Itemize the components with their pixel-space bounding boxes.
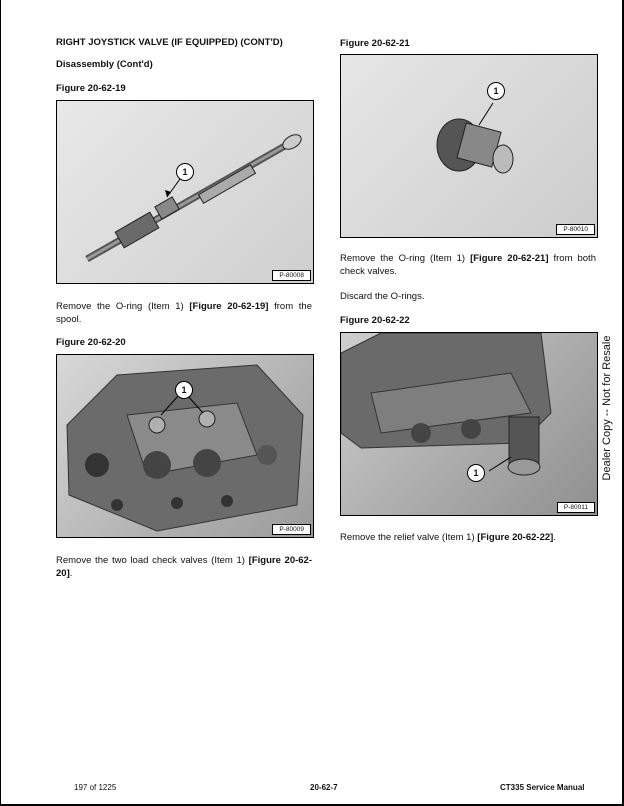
figure-reference: [Figure 20-62-20] xyxy=(56,555,312,579)
figure-label-22: Figure 20-62-22 xyxy=(340,315,410,326)
figure-reference: [Figure 20-62-21] xyxy=(470,253,549,264)
footer-page-number: 20-62-7 xyxy=(310,783,338,792)
figure-reference: [Figure 20-62-19] xyxy=(189,301,269,312)
spool-illustration xyxy=(85,134,302,263)
para-text: Remove the O-ring (Item 1) xyxy=(340,253,471,264)
figure-20-62-21: 1 P-80010 xyxy=(340,54,598,238)
callout-1: 1 xyxy=(487,82,505,100)
dealer-copy-text: Dealer Copy -- Not for Resale xyxy=(601,335,613,480)
watermark-sidebar: Dealer Copy -- Not for Resale xyxy=(598,325,616,490)
callout-1: 1 xyxy=(176,163,194,181)
figure-20-62-22: 1 P-80011 xyxy=(340,332,598,516)
figure-label-19: Figure 20-62-19 xyxy=(56,83,126,94)
callout-1: 1 xyxy=(175,381,193,399)
subsection-title: Disassembly (Cont'd) xyxy=(56,59,153,70)
para-text: . xyxy=(553,532,556,543)
footer-manual-title: CT335 Service Manual xyxy=(500,783,585,792)
photo-tag: P-80010 xyxy=(556,224,595,235)
relief-valve-illustration xyxy=(341,333,552,476)
paragraph-fig22: Remove the relief valve (Item 1) [Figure… xyxy=(340,531,596,544)
callout-1: 1 xyxy=(467,464,485,482)
page-border-left xyxy=(0,0,1,806)
section-title: RIGHT JOYSTICK VALVE (IF EQUIPPED) (CONT… xyxy=(56,37,283,48)
figure-20-62-19: 1 P-80008 xyxy=(56,100,314,284)
figure-reference: [Figure 20-62-22] xyxy=(477,532,554,543)
paragraph-discard: Discard the O-rings. xyxy=(340,291,425,302)
check-valve-illustration xyxy=(436,102,514,174)
page-border-bottom xyxy=(0,804,624,806)
figure-label-20: Figure 20-62-20 xyxy=(56,337,126,348)
photo-tag: P-80009 xyxy=(272,524,311,535)
para-text: from the spool. xyxy=(56,301,312,325)
paragraph-fig20: Remove the two load check valves (Item 1… xyxy=(56,554,312,580)
para-text: . xyxy=(69,568,73,579)
photo-tag: P-80011 xyxy=(556,502,595,513)
para-text: Remove the two load check valves (Item 1… xyxy=(56,555,249,566)
footer-page-count: 197 of 1225 xyxy=(74,783,117,792)
paragraph-fig19: Remove the O-ring (Item 1) [Figure 20-62… xyxy=(56,300,312,326)
para-text: Remove the O-ring (Item 1) xyxy=(56,301,190,312)
paragraph-fig21: Remove the O-ring (Item 1) [Figure 20-62… xyxy=(340,252,596,278)
photo-tag: P-80008 xyxy=(272,270,311,281)
figure-20-62-20: 1 P-80009 xyxy=(56,354,314,538)
para-text: from both check valves. xyxy=(340,253,596,277)
para-text: Remove the relief valve (Item 1) xyxy=(340,532,478,543)
valve-body-illustration xyxy=(66,364,304,532)
page-border-right xyxy=(622,0,624,806)
figure-label-21: Figure 20-62-21 xyxy=(340,38,410,49)
